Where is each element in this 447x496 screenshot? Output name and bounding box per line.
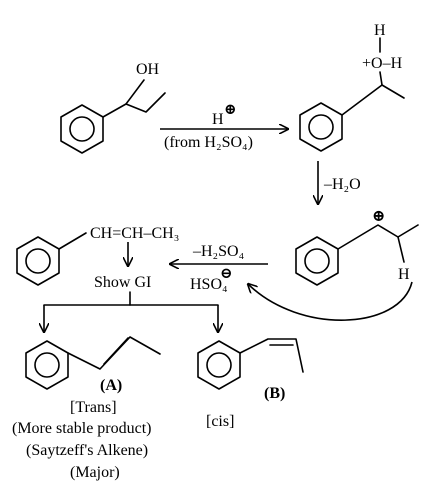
oxonium-label: +O–H	[362, 55, 403, 72]
benzene-ring	[295, 236, 339, 286]
cis-chain	[239, 338, 304, 373]
h-top-label: H	[374, 22, 386, 39]
c-h-bond	[397, 236, 405, 263]
product-a-line3: (Major)	[70, 464, 120, 481]
step3-reagent: –H₂SO₄	[192, 243, 245, 260]
step1-reagent: H	[212, 111, 224, 128]
carbocation-molecule: ⊕ H	[295, 208, 419, 286]
phenyl-chain-bond	[58, 232, 87, 250]
h-label: H	[398, 266, 410, 283]
product-a-molecule: (A) [Trans] (More stable product) (Saytz…	[12, 336, 161, 481]
protonated-molecule: H +O–H	[299, 22, 405, 152]
show-gi-label: Show GI	[94, 274, 151, 291]
product-a-label: [Trans]	[70, 399, 117, 416]
step1-note: (from H₂SO₄)	[164, 134, 253, 151]
alkene-chain-label: CH=CH–CH₃	[90, 225, 179, 242]
side-chain	[102, 92, 166, 118]
product-b-label: [cis]	[206, 413, 234, 430]
product-a-id: (A)	[100, 377, 122, 394]
trans-double-bond	[103, 337, 129, 365]
product-a-line2: (Saytzeff's Alkene)	[26, 442, 148, 459]
aromatic-circle	[304, 248, 330, 274]
aromatic-circle	[69, 116, 95, 142]
step2-reagent: –H₂O	[323, 176, 361, 193]
aromatic-circle	[25, 248, 51, 274]
benzene-ring	[16, 236, 60, 286]
aromatic-circle	[34, 352, 60, 378]
benzene-ring	[25, 340, 69, 390]
c-o-bond	[379, 71, 383, 86]
benzene-ring	[299, 102, 343, 152]
elimination-curved-arrow	[248, 281, 413, 321]
step2: –H₂O	[318, 161, 361, 204]
step1-plus: ⊕	[224, 102, 237, 118]
aromatic-circle	[206, 352, 232, 378]
step1: H ⊕ (from H₂SO₄)	[160, 102, 288, 151]
side-chain	[337, 224, 419, 250]
product-b-id: (B)	[264, 385, 285, 402]
aromatic-circle	[308, 114, 334, 140]
benzene-ring	[60, 104, 104, 154]
carbocation-plus: ⊕	[372, 208, 385, 225]
branch-arrows	[44, 291, 218, 332]
benzene-ring	[197, 340, 241, 390]
c-oh-bond	[125, 79, 145, 105]
oh-label: OH	[136, 61, 160, 78]
side-chain	[341, 84, 405, 116]
product-a-line1: (More stable product)	[12, 420, 152, 437]
step3: –H₂SO₄ HSO₄ ⊖	[170, 243, 268, 293]
bisulfate-label: HSO₄	[190, 276, 228, 293]
bisulfate-minus: ⊖	[220, 266, 233, 282]
reactant-molecule: OH	[60, 61, 166, 154]
alkene-molecule: CH=CH–CH₃ Show GI	[16, 225, 179, 291]
product-b-molecule: (B) [cis]	[197, 338, 304, 430]
